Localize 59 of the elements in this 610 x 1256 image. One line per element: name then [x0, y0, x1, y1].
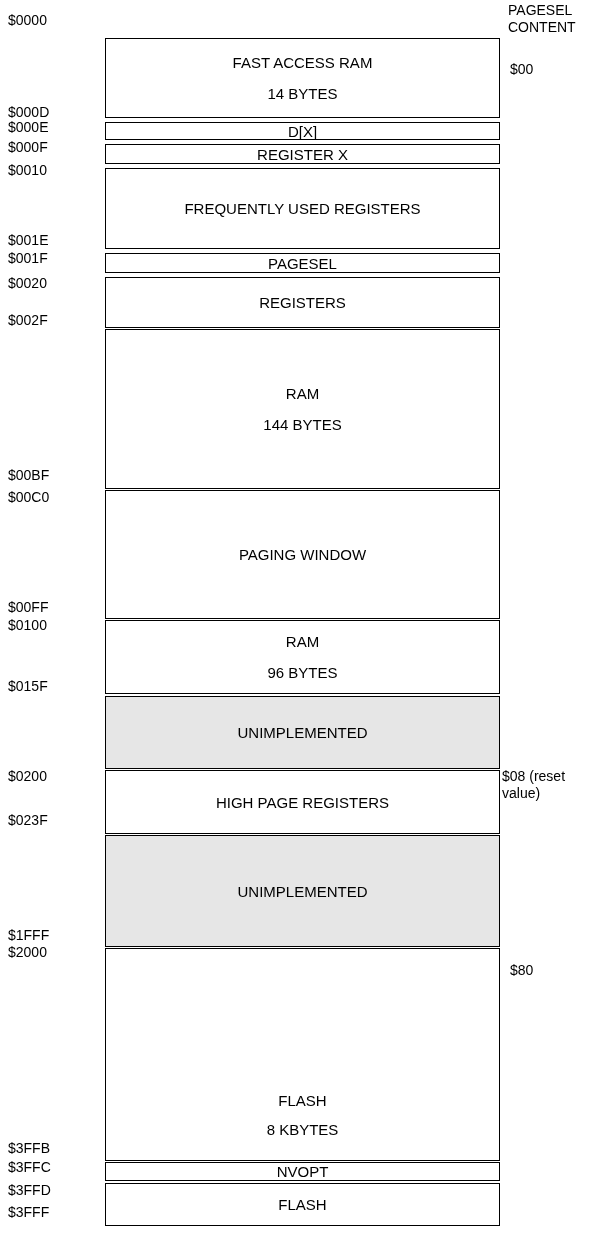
memory-region: [105, 144, 500, 164]
region-name: PAGING WINDOW: [238, 546, 367, 563]
register-value: $00: [510, 61, 534, 78]
address-label: $3FFB: [8, 1140, 50, 1157]
memory-region: [105, 38, 500, 118]
address-label: $2000: [8, 944, 47, 961]
memory-region: [105, 122, 500, 140]
region-name: RAM: [285, 633, 320, 650]
address-label: $023F: [8, 812, 48, 829]
memory-region: [105, 253, 500, 273]
region-name: FLASH: [278, 1196, 327, 1213]
region-name: REGISTERS: [259, 294, 346, 311]
region-name: REGISTER X: [257, 145, 348, 163]
address-label: $000E: [8, 119, 49, 136]
region-name: RAM: [285, 385, 320, 402]
address-label: $000F: [8, 139, 48, 156]
memory-region: [105, 620, 500, 694]
memory-region: [105, 329, 500, 489]
address-label: $001E: [8, 232, 49, 249]
memory-region: [105, 490, 500, 619]
region-name: UNIMPLEMENTED: [237, 882, 368, 900]
register-value: $80: [510, 962, 534, 979]
region-name: FREQUENTLY USED REGISTERS: [184, 200, 421, 217]
address-label: $00C0: [8, 489, 50, 506]
memory-region: [105, 1183, 500, 1226]
address-label: $3FFF: [8, 1204, 50, 1221]
region-size: 14 BYTES: [267, 85, 338, 102]
address-label: $0020: [8, 275, 47, 292]
address-label: $015F: [8, 678, 48, 695]
region-name: NVOPT: [276, 1163, 329, 1180]
unimplemented-region: [105, 835, 500, 947]
region-name: FAST ACCESS RAM: [232, 54, 373, 71]
address-label: $001F: [8, 250, 48, 267]
address-label: $1FFF: [8, 927, 50, 944]
region-name: UNIMPLEMENTED: [237, 724, 368, 741]
address-label: $0200: [8, 768, 47, 785]
address-label: $00FF: [8, 599, 49, 616]
region-size: 96 BYTES: [267, 664, 338, 681]
memory-region: [105, 277, 500, 328]
memory-region: [105, 168, 500, 249]
region-name: HIGH PAGE REGISTERS: [215, 793, 390, 811]
region-size: 144 BYTES: [263, 416, 342, 433]
address-label: $0100: [8, 617, 47, 634]
address-label: $0000: [8, 12, 47, 29]
address-label: $000D: [8, 104, 50, 121]
address-label: $002F: [8, 312, 48, 329]
register-value: $08 (reset value): [502, 768, 567, 802]
region-name: PAGESEL: [268, 254, 337, 272]
region-name: FLASH: [278, 1091, 327, 1109]
address-label: $0010: [8, 162, 47, 179]
memory-region: [105, 948, 500, 1161]
region-size: 8 KBYTES: [266, 1120, 339, 1138]
unimplemented-region: [105, 696, 500, 769]
memory-region: [105, 1162, 500, 1181]
address-label: $00BF: [8, 467, 50, 484]
column-heading: PAGESEL CONTENT: [508, 2, 577, 36]
address-label: $3FFC: [8, 1159, 51, 1176]
memory-region: [105, 770, 500, 834]
address-label: $3FFD: [8, 1182, 51, 1199]
